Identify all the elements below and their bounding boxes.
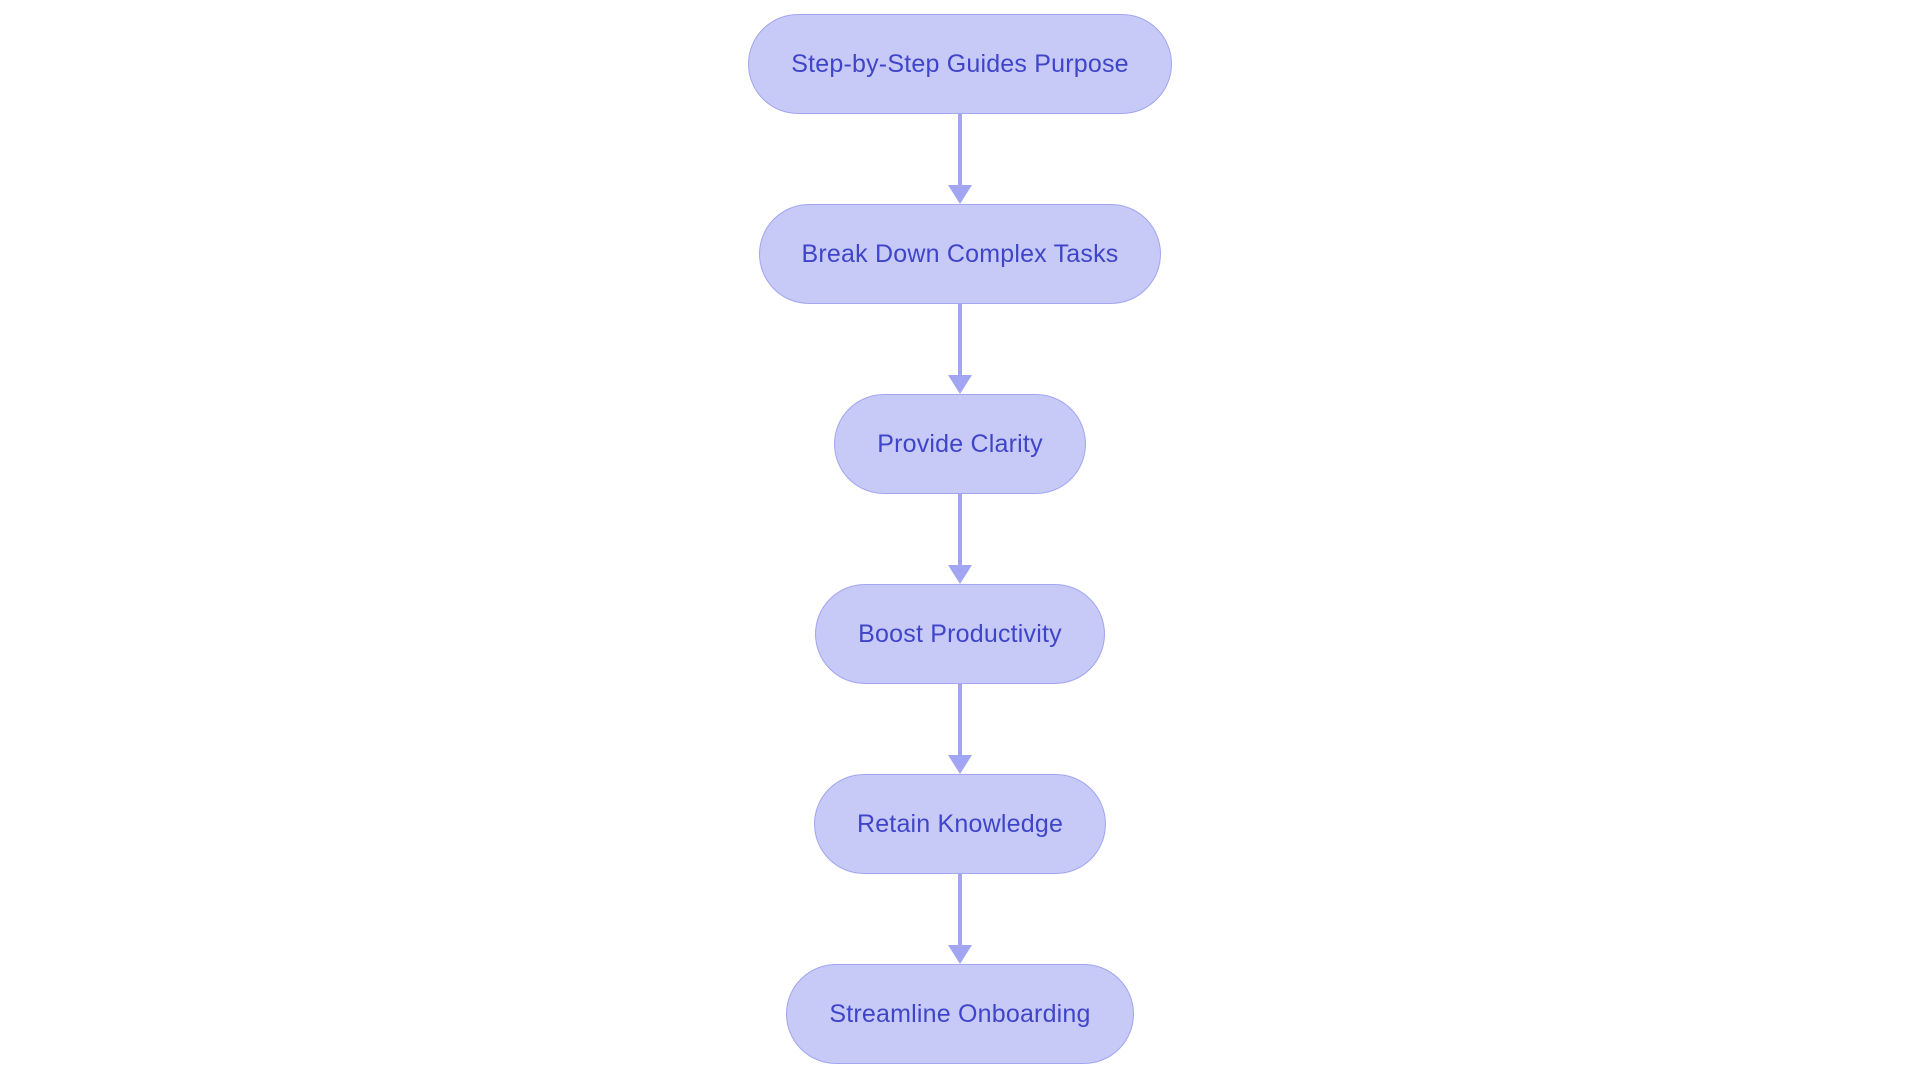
connector-4-5 [948, 684, 972, 774]
arrow-down-icon [948, 945, 972, 964]
flow-node-retain-knowledge: Retain Knowledge [813, 774, 1107, 874]
flow-node-streamline-onboarding: Streamline Onboarding [786, 964, 1134, 1064]
node-label: Streamline Onboarding [829, 999, 1091, 1028]
connector-1-2 [948, 114, 972, 204]
arrow-down-icon [948, 755, 972, 774]
arrow-down-icon [948, 185, 972, 204]
arrow-line [958, 304, 962, 375]
arrow-line [958, 874, 962, 945]
arrow-down-icon [948, 375, 972, 394]
node-label: Step-by-Step Guides Purpose [791, 49, 1129, 78]
connector-5-6 [948, 874, 972, 964]
arrow-line [958, 684, 962, 755]
arrow-line [958, 114, 962, 185]
node-label: Retain Knowledge [856, 809, 1064, 838]
node-label: Boost Productivity [858, 619, 1062, 648]
connector-3-4 [948, 494, 972, 584]
flow-node-provide-clarity: Provide Clarity [834, 394, 1086, 494]
flow-node-boost-productivity: Boost Productivity [815, 584, 1105, 684]
flow-node-step-by-step-guides-purpose: Step-by-Step Guides Purpose [748, 14, 1172, 114]
node-label: Provide Clarity [877, 429, 1043, 458]
flow-node-break-down-complex-tasks: Break Down Complex Tasks [758, 204, 1162, 304]
node-label: Break Down Complex Tasks [801, 239, 1119, 268]
connector-2-3 [948, 304, 972, 394]
arrow-down-icon [948, 565, 972, 584]
arrow-line [958, 494, 962, 565]
